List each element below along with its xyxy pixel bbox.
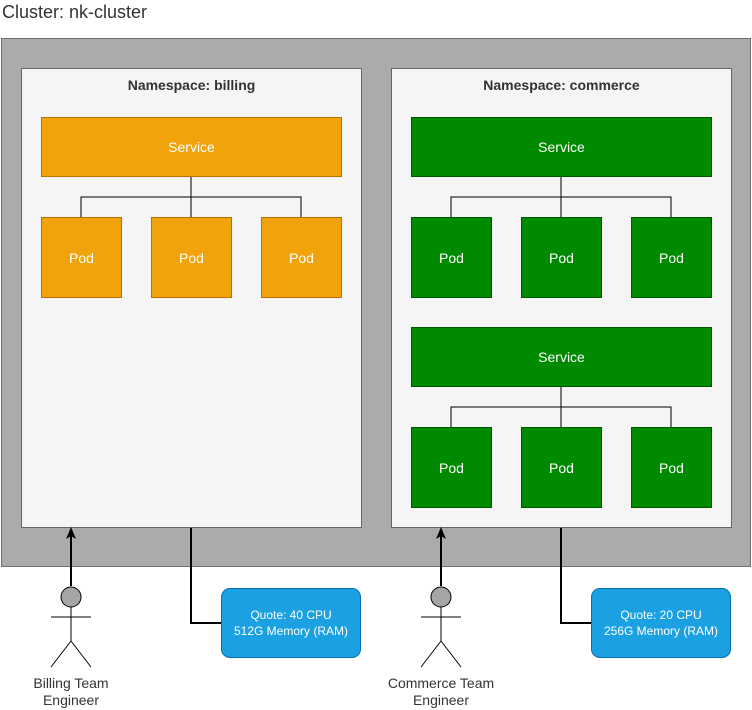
- billing-actor-line2: Engineer: [42, 692, 100, 708]
- commerce-actor-line2: Engineer: [412, 692, 470, 708]
- commerce-arrowhead: [436, 527, 446, 539]
- billing-arrowhead: [66, 527, 76, 539]
- billing-service: Service: [41, 117, 342, 177]
- commerce-service-1-tree: [450, 177, 672, 217]
- commerce-actor-line1: Commerce Team: [387, 675, 495, 691]
- commerce-actor-head: [430, 586, 452, 608]
- billing-actor-label: Billing Team Engineer: [11, 675, 131, 709]
- commerce-actor-body: [420, 607, 462, 668]
- commerce-service-2-tree: [450, 387, 672, 427]
- cluster-title: Cluster: nk-cluster: [2, 2, 148, 22]
- billing-quota-box: Quote: 40 CPU 512G Memory (RAM): [221, 588, 361, 658]
- commerce-pod-3: Pod: [631, 217, 712, 298]
- commerce-service-2: Service: [411, 327, 712, 387]
- billing-actor-head: [60, 586, 82, 608]
- commerce-service-1: Service: [411, 117, 712, 177]
- commerce-pod-5: Pod: [521, 427, 602, 508]
- namespace-billing-title: Namespace: billing: [127, 77, 256, 93]
- billing-actor-body: [50, 607, 92, 668]
- billing-pod-1: Pod: [41, 217, 122, 298]
- billing-pod-3: Pod: [261, 217, 342, 298]
- namespace-commerce-title: Namespace: commerce: [483, 77, 640, 93]
- billing-pod-2: Pod: [151, 217, 232, 298]
- commerce-quota-connector: [560, 528, 591, 624]
- billing-quota-connector: [190, 528, 221, 624]
- commerce-pod-6: Pod: [631, 427, 712, 508]
- billing-quota-memory: 512G Memory (RAM): [233, 624, 349, 638]
- billing-actor-line1: Billing Team: [33, 675, 109, 691]
- billing-quota-cpu: Quote: 40 CPU: [250, 608, 332, 622]
- billing-service-tree: [80, 177, 302, 217]
- commerce-quota-memory: 256G Memory (RAM): [603, 624, 719, 638]
- commerce-pod-4: Pod: [411, 427, 492, 508]
- commerce-actor-label: Commerce Team Engineer: [371, 675, 511, 709]
- commerce-pod-1: Pod: [411, 217, 492, 298]
- commerce-quota-cpu: Quote: 20 CPU: [620, 608, 702, 622]
- commerce-quota-box: Quote: 20 CPU 256G Memory (RAM): [591, 588, 731, 658]
- commerce-pod-2: Pod: [521, 217, 602, 298]
